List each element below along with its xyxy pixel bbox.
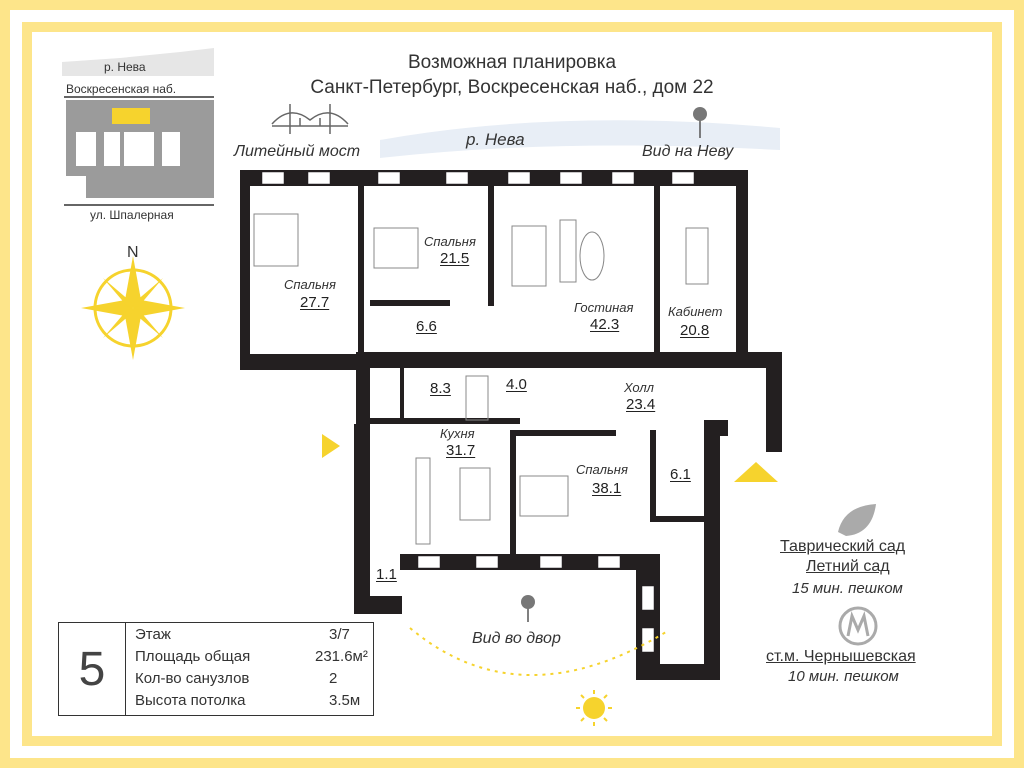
room-area: 6.6 <box>416 318 437 335</box>
mini-river <box>62 48 214 76</box>
room-name: Гостиная <box>574 300 634 315</box>
room-area: 27.7 <box>300 294 330 311</box>
compass-north-label: N <box>127 244 139 261</box>
room-area: 31.7 <box>446 442 476 459</box>
sofa <box>559 219 577 283</box>
mini-building-highlight <box>112 108 150 124</box>
mini-embankment-label: Воскресенская наб. <box>66 82 177 96</box>
room-name: Холл <box>624 380 654 395</box>
bed-3 <box>519 475 569 517</box>
mini-street-label: ул. Шпалерная <box>90 208 174 222</box>
metro-icon <box>838 606 878 646</box>
windows-top <box>261 171 695 185</box>
room-area: 38.1 <box>592 480 622 497</box>
info-label: Площадь общая <box>135 648 251 665</box>
mini-embankment-line <box>64 96 214 98</box>
kitchen-table <box>459 467 491 521</box>
nearby-garden-2: Летний сад <box>806 558 890 575</box>
info-value: 3.5м <box>329 692 361 709</box>
bed-1 <box>253 213 299 267</box>
furniture <box>253 213 709 545</box>
nearby-metro-walk: 10 мин. пешком <box>788 668 899 685</box>
room-area: 20.8 <box>680 322 710 339</box>
room-area: 4.0 <box>506 376 527 393</box>
info-label: Этаж <box>135 626 171 643</box>
mini-river-label: р. Нева <box>104 60 146 74</box>
view-neva-label: Вид на Неву <box>642 143 734 160</box>
location-map <box>60 48 216 206</box>
info-value: 3/7 <box>329 626 350 643</box>
room-area: 8.3 <box>430 380 451 397</box>
nearby-garden-walk: 15 мин. пешком <box>792 580 903 597</box>
leaf-icon <box>838 504 876 536</box>
room-name: Кухня <box>440 426 475 441</box>
view-neva-pin-icon <box>693 107 707 138</box>
entrance-arrow-right <box>734 462 778 482</box>
page-subtitle: Санкт-Петербург, Воскресенская наб., дом… <box>310 77 714 98</box>
entrance-arrow-left <box>322 434 340 458</box>
floor-number: 5 <box>59 623 126 715</box>
bed-2 <box>373 227 419 269</box>
bridge-label: Литейный мост <box>234 143 361 160</box>
info-label: Высота потолка <box>135 692 246 709</box>
info-box: 5 Этаж 3/7 Площадь общая 231.6м² Кол-во … <box>58 622 374 716</box>
windows-bottom <box>417 555 655 653</box>
room-area: 42.3 <box>590 316 620 333</box>
sun-path <box>409 627 667 676</box>
room-area: 21.5 <box>440 250 470 267</box>
room-name: Спальня <box>284 277 336 292</box>
compass-rose <box>81 256 185 360</box>
info-value: 2 <box>329 670 338 687</box>
river-band <box>380 120 780 158</box>
bathtub <box>465 375 489 421</box>
view-yard-label: Вид во двор <box>472 630 561 647</box>
river-label: р. Нева <box>466 130 525 149</box>
kitchen-counter <box>415 457 431 545</box>
view-yard-pin-icon <box>521 595 535 622</box>
room-name: Кабинет <box>668 304 723 319</box>
coffee-table <box>579 231 605 281</box>
room-name: Спальня <box>424 234 476 249</box>
info-label: Кол-во санузлов <box>135 670 250 687</box>
info-value: 231.6м² <box>315 648 368 665</box>
nearby-garden-1: Таврический сад <box>780 538 906 555</box>
nearby-metro: ст.м. Чернышевская <box>766 648 916 665</box>
bridge-icon <box>271 104 349 134</box>
room-area: 23.4 <box>626 396 656 413</box>
mini-street-line <box>64 204 214 206</box>
room-area: 1.1 <box>376 566 397 583</box>
sun-icon <box>576 690 612 726</box>
room-area: 6.1 <box>670 466 691 483</box>
floor-plan-walls <box>240 170 782 680</box>
room-name: Спальня <box>576 462 628 477</box>
dining-table <box>511 225 547 287</box>
page-title: Возможная планировка <box>407 52 617 73</box>
office-desk <box>685 227 709 285</box>
